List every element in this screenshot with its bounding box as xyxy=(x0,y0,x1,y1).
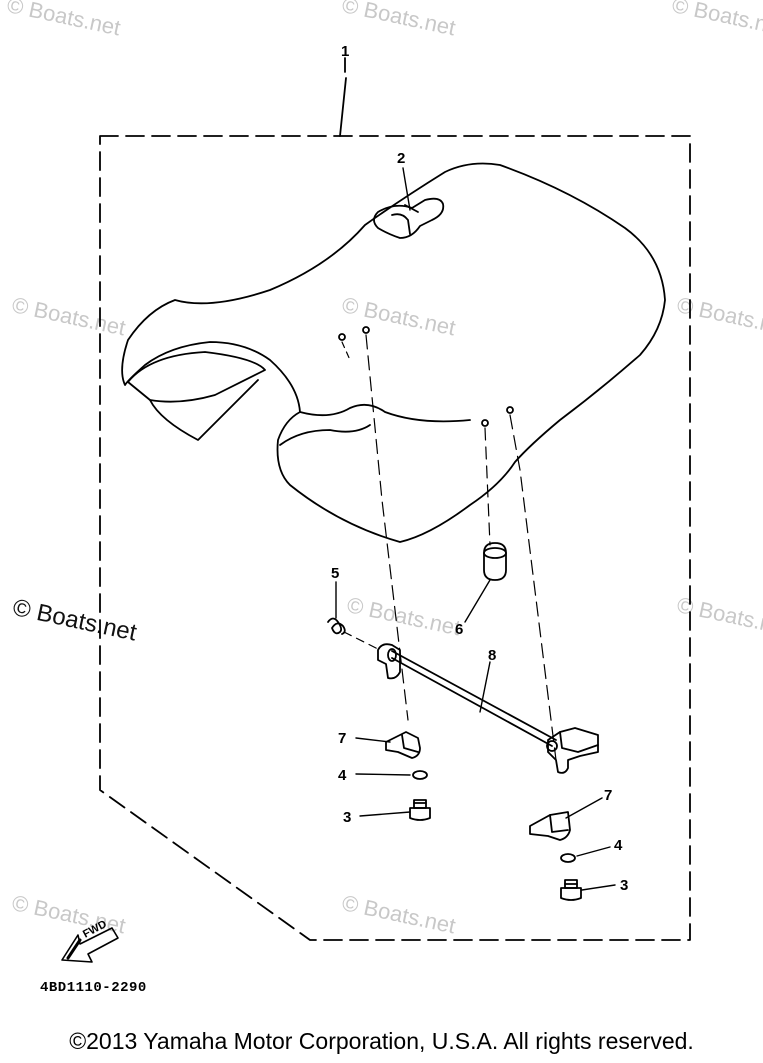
alignment-leader xyxy=(341,341,351,361)
leader-6 xyxy=(464,579,491,623)
leader-7-right xyxy=(565,797,603,819)
leader-3-left xyxy=(359,811,411,817)
callout-2: 2 xyxy=(397,150,406,167)
washer-right xyxy=(560,853,576,863)
top-reference-leader xyxy=(339,57,347,137)
washer-left xyxy=(412,770,428,780)
bolt-left xyxy=(409,799,431,821)
callout-7-right: 7 xyxy=(604,787,613,804)
seat xyxy=(121,162,666,543)
callout-5: 5 xyxy=(331,565,340,582)
leader-2 xyxy=(402,167,411,211)
leader-7-left xyxy=(355,737,391,743)
copyright-notice: ©2013 Yamaha Motor Corporation, U.S.A. A… xyxy=(69,1028,694,1054)
leader-4-left xyxy=(355,773,411,776)
alignment-leader-right xyxy=(509,414,557,761)
assembly-boundary xyxy=(99,135,691,941)
callout-8: 8 xyxy=(488,647,497,664)
callout-4-left: 4 xyxy=(338,767,347,784)
callout-1: 1 xyxy=(341,43,350,60)
hinge-bracket-left xyxy=(377,643,401,680)
callout-6: 6 xyxy=(455,621,464,638)
hinge-bracket-right xyxy=(546,727,599,774)
bolt-right xyxy=(560,879,582,901)
part-code: 4BD1110-2290 xyxy=(40,980,147,996)
callout-7-left: 7 xyxy=(338,730,347,747)
callout-3-right: 3 xyxy=(620,877,629,894)
leader-3-right xyxy=(581,884,616,891)
fwd-arrow-icon xyxy=(61,927,119,963)
callout-4-right: 4 xyxy=(614,837,623,854)
leader-4-right xyxy=(576,846,611,857)
leader-8 xyxy=(479,661,491,713)
alignment-leader-damper xyxy=(484,427,491,546)
damper xyxy=(483,542,507,581)
alignment-leader-left xyxy=(365,334,409,721)
spring xyxy=(327,617,381,651)
bracket-right xyxy=(529,811,571,841)
callout-3-left: 3 xyxy=(343,809,352,826)
bracket-left xyxy=(385,731,421,759)
shaft xyxy=(387,648,557,747)
